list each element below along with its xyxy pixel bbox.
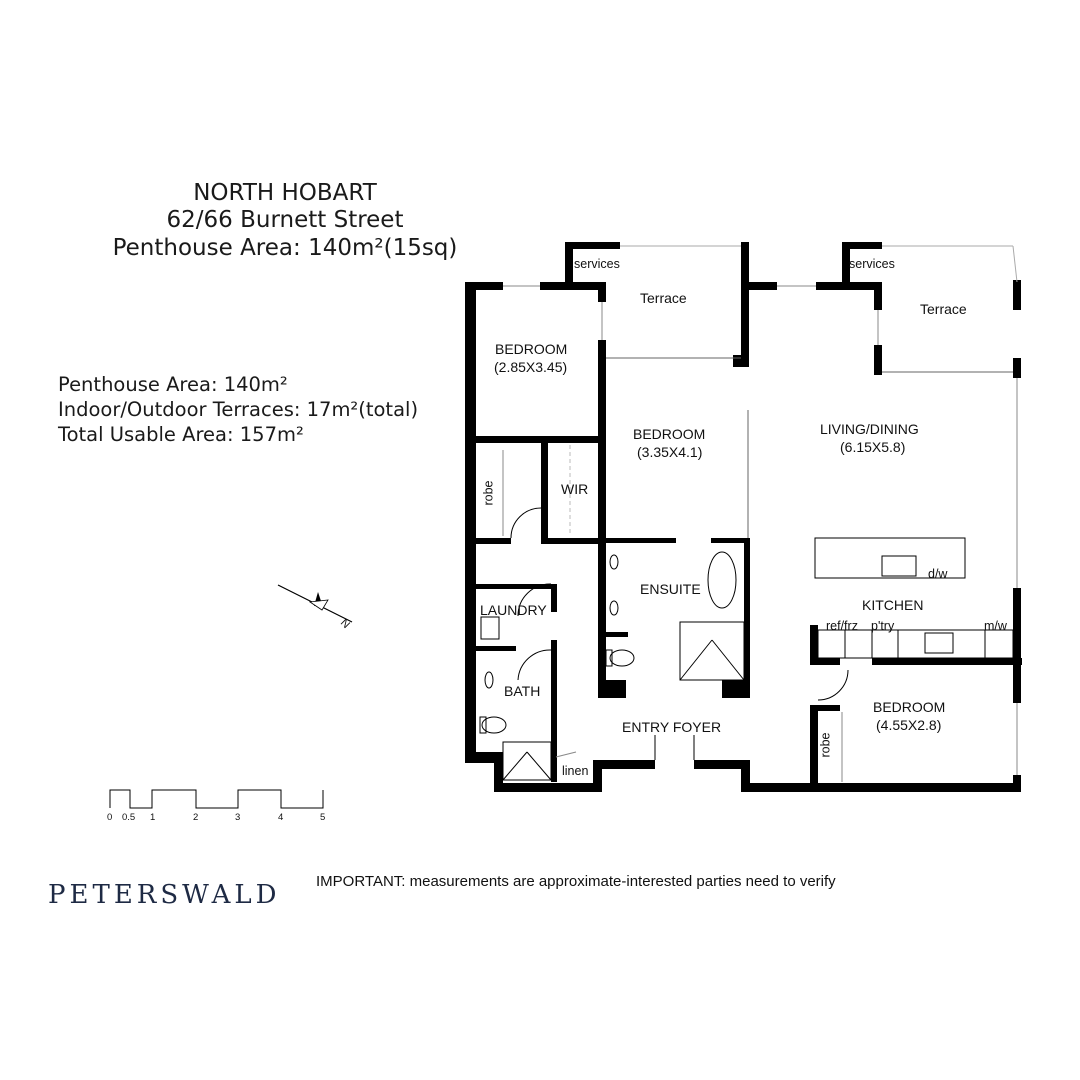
- label-pantry: p'try: [871, 619, 895, 633]
- scale-label-0-5: 0.5: [122, 812, 136, 823]
- label-bedroom-1-dims: (2.85X3.45): [494, 359, 568, 375]
- label-laundry: LAUNDRY: [480, 602, 547, 618]
- label-services-left: services: [574, 257, 620, 271]
- label-wir: WIR: [561, 481, 589, 497]
- property-address: 62/66 Burnett Street: [166, 207, 404, 233]
- label-bath: BATH: [504, 683, 541, 699]
- label-entry-foyer: ENTRY FOYER: [622, 719, 722, 735]
- label-terrace-left: Terrace: [640, 290, 687, 306]
- scale-label-2: 2: [193, 812, 199, 823]
- area-total: Total Usable Area: 157m²: [58, 423, 304, 446]
- walls: [465, 242, 1022, 792]
- label-bedroom-1: BEDROOM: [495, 341, 568, 357]
- label-bedroom-2-dims: (3.35X4.1): [637, 444, 703, 460]
- label-bedroom-3: BEDROOM: [873, 699, 946, 715]
- label-living-dining-dims: (6.15X5.8): [840, 439, 906, 455]
- label-kitchen: KITCHEN: [862, 597, 924, 613]
- area-penthouse: Penthouse Area: 140m²: [58, 373, 288, 396]
- label-ensuite: ENSUITE: [640, 581, 701, 597]
- label-dishwasher: d/w: [928, 567, 948, 581]
- scale-label-5: 5: [320, 812, 326, 823]
- label-robe-left: robe: [481, 480, 496, 506]
- area-terraces: Indoor/Outdoor Terraces: 17m²(total): [58, 398, 419, 421]
- label-services-right: services: [849, 257, 895, 271]
- brand-logo: PETERSWALD: [48, 880, 281, 910]
- label-robe-right: robe: [818, 732, 833, 758]
- label-bedroom-2: BEDROOM: [633, 426, 706, 442]
- scale-label-3: 3: [235, 812, 241, 823]
- scale-label-0: 0: [107, 812, 113, 823]
- label-bedroom-3-dims: (4.55X2.8): [876, 717, 942, 733]
- label-linen: linen: [562, 764, 589, 778]
- area-summary: Penthouse Area: 140m² Indoor/Outdoor Ter…: [58, 372, 418, 447]
- measurement-notice: IMPORTANT: measurements are approximate-…: [316, 873, 836, 890]
- property-area: Penthouse Area: 140m²(15sq): [112, 235, 458, 261]
- scale-label-4: 4: [278, 812, 284, 823]
- label-microwave: m/w: [984, 619, 1007, 633]
- scale-label-1: 1: [150, 812, 156, 823]
- fixtures: [479, 245, 1018, 782]
- label-ref-frz: ref/frz: [826, 619, 858, 633]
- property-suburb: NORTH HOBART: [193, 180, 377, 206]
- label-terrace-right: Terrace: [920, 301, 967, 317]
- scale-bar: [109, 789, 324, 809]
- label-living-dining: LIVING/DINING: [820, 421, 919, 437]
- compass-icon: [277, 584, 353, 623]
